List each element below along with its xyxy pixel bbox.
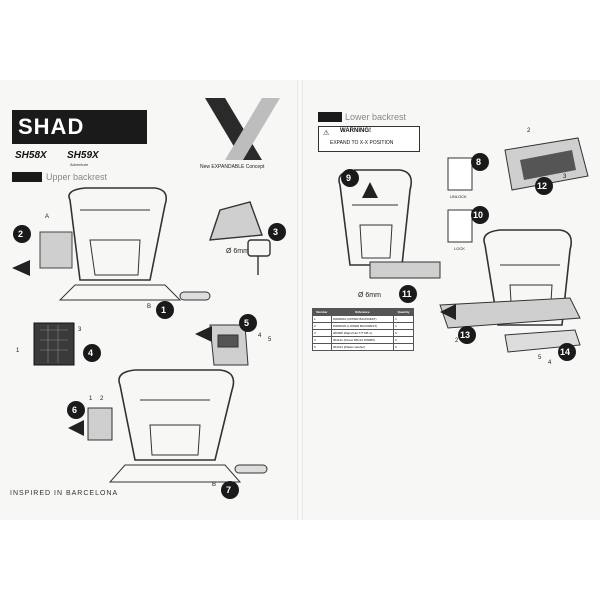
callout-1-b: 1 bbox=[89, 396, 93, 402]
cell: D0RI0010 (UPPER BACKREST) bbox=[330, 315, 395, 323]
case-step6-drawing bbox=[108, 369, 242, 483]
unlock-label: UNLOCK bbox=[450, 194, 467, 199]
cell: 3 bbox=[312, 329, 332, 337]
callout-2-a: 2 bbox=[100, 396, 104, 402]
step-11: 11 bbox=[402, 289, 412, 299]
cell: 6 bbox=[393, 343, 414, 351]
tool-drawing bbox=[208, 201, 271, 275]
lower-title-bar bbox=[318, 112, 342, 122]
cell: 1 bbox=[312, 315, 332, 323]
step-10: 10 bbox=[473, 210, 484, 220]
cell: 304314 (Plastic washer) bbox=[330, 343, 395, 351]
backrest-pad-4 bbox=[33, 322, 75, 366]
model-sh59x: SH59X bbox=[67, 150, 99, 161]
step-7: 7 bbox=[226, 485, 232, 495]
warning-icon: ⚠ bbox=[323, 130, 330, 137]
callout-4-b: 4 bbox=[548, 360, 552, 366]
lower-backrest-12 bbox=[504, 137, 589, 191]
backrest-plate-6 bbox=[87, 407, 113, 441]
case-upper-drawing bbox=[58, 187, 182, 301]
step-8: 8 bbox=[476, 157, 482, 167]
unlock-box bbox=[447, 157, 473, 191]
parts-table-header: Number Reference Quantity bbox=[312, 308, 414, 316]
step-1: 1 bbox=[161, 305, 167, 315]
step-3: 3 bbox=[273, 227, 279, 237]
step-14: 14 bbox=[560, 347, 571, 357]
shad-logo: SHAD bbox=[12, 110, 147, 144]
lock-box bbox=[447, 209, 473, 243]
callout-5-b: 5 bbox=[538, 355, 542, 361]
step-13: 13 bbox=[460, 330, 471, 340]
cell: 300068 (Rapid Nut T/T M5-1) bbox=[330, 329, 395, 337]
backrest-drawing-5 bbox=[209, 324, 249, 366]
warning-box bbox=[318, 126, 420, 152]
step-9: 9 bbox=[346, 173, 352, 183]
callout-3-a: 3 bbox=[78, 327, 82, 333]
arrow-icon-9 bbox=[362, 182, 378, 198]
step-6: 6 bbox=[72, 405, 78, 415]
header-reference: Reference bbox=[330, 308, 395, 316]
step-12: 12 bbox=[537, 181, 548, 191]
screwdriver-7 bbox=[234, 464, 268, 474]
page-fold bbox=[297, 80, 303, 520]
screwdriver-1 bbox=[179, 291, 211, 301]
step-5: 5 bbox=[244, 318, 250, 328]
cell: 4 bbox=[312, 336, 332, 344]
upper-backrest-title: Upper backrest bbox=[46, 172, 108, 182]
warning-title: WARNING! bbox=[340, 128, 371, 134]
cell: 5 bbox=[312, 343, 332, 351]
concept-text: New EXPANDABLE Concept bbox=[200, 164, 265, 170]
arrow-icon-6 bbox=[68, 420, 84, 436]
cell: 6 bbox=[393, 336, 414, 344]
header-number: Number bbox=[312, 308, 332, 316]
header-quantity: Quantity bbox=[393, 308, 414, 316]
callout-2-b: 2 bbox=[527, 128, 531, 134]
callout-2-c: 2 bbox=[455, 338, 459, 344]
callout-1-a: 1 bbox=[16, 348, 20, 354]
cell: 1 bbox=[393, 315, 414, 323]
lower-backrest-strip bbox=[369, 261, 441, 279]
lock-label: LOCK bbox=[454, 246, 465, 251]
dimension-label-1: Ø 6mm bbox=[226, 248, 249, 255]
arrow-icon-2 bbox=[12, 260, 30, 276]
callout-b-1: B bbox=[147, 304, 152, 310]
callout-5-a: 5 bbox=[268, 337, 272, 343]
warning-text: EXPAND TO X-X POSITION bbox=[330, 140, 394, 146]
callout-b-2: B bbox=[212, 482, 217, 488]
cell: 6 bbox=[393, 329, 414, 337]
arrow-icon-5 bbox=[195, 326, 212, 342]
cell: 1 bbox=[393, 322, 414, 330]
footer-tagline: INSPIRED IN BARCELONA bbox=[10, 490, 119, 497]
cell: 304141 (Screw M5x10 DIN965) bbox=[330, 336, 395, 344]
callout-3-b: 3 bbox=[563, 174, 567, 180]
step-4: 4 bbox=[88, 348, 94, 358]
arrow-icon-13 bbox=[440, 304, 456, 320]
cell: D0RI0020 (LOWER BACKREST) bbox=[330, 322, 395, 330]
step-badges bbox=[13, 153, 576, 499]
dimension-label-2: Ø 6mm bbox=[358, 292, 381, 299]
lower-backrest-13 bbox=[439, 297, 581, 329]
pad-grid bbox=[40, 325, 68, 363]
upper-backrest-plate bbox=[39, 231, 73, 269]
callout-a: A bbox=[45, 214, 50, 220]
cell: 2 bbox=[312, 322, 332, 330]
upper-title-bar bbox=[12, 172, 42, 182]
case-step9-drawing bbox=[338, 169, 413, 266]
step-2: 2 bbox=[18, 229, 24, 239]
model-sh58x: SH58X bbox=[15, 150, 47, 161]
model-sh59x-sub: Adventure bbox=[70, 162, 89, 167]
lower-backrest-title: Lower backrest bbox=[345, 112, 407, 122]
callout-4-a: 4 bbox=[258, 333, 262, 339]
x-logo-icon bbox=[205, 98, 280, 160]
